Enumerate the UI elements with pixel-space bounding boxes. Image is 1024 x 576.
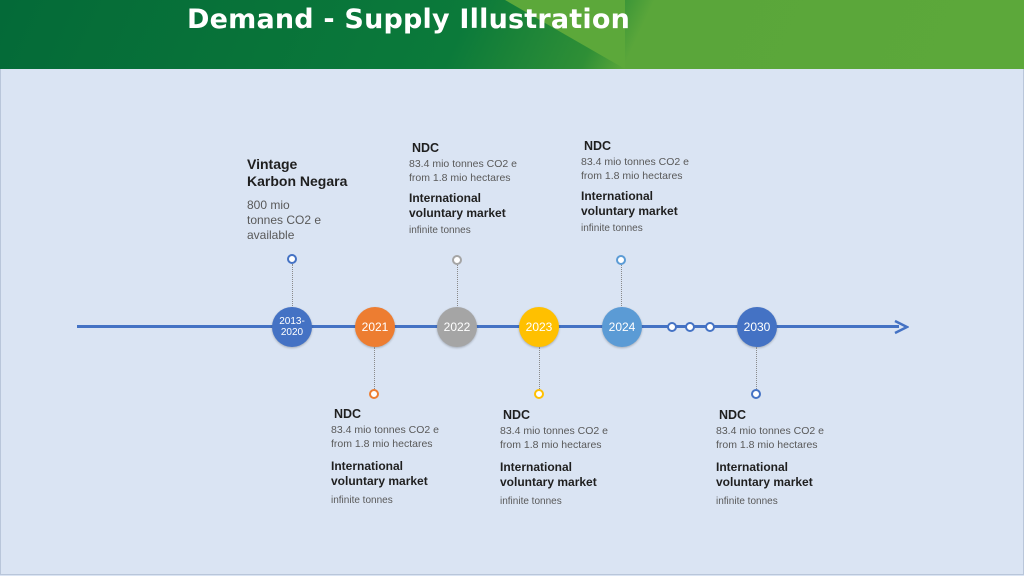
connector-2030 <box>756 347 757 389</box>
connector-2022 <box>457 265 458 308</box>
ndc-line2-2021: from 1.8 mio hectares <box>331 438 433 450</box>
pin-2030 <box>751 389 761 399</box>
connector-2021 <box>374 347 375 389</box>
ndc-line1-2021: 83.4 mio tonnes CO2 e <box>331 424 439 436</box>
label-2023: NDC 83.4 mio tonnes CO2 e from 1.8 mio h… <box>500 408 608 507</box>
ndc-line2-2024: from 1.8 mio hectares <box>581 170 683 182</box>
ndc-line2-2023: from 1.8 mio hectares <box>500 439 602 451</box>
node-2022: 2022 <box>437 307 477 347</box>
node-2013-line2: 2020 <box>280 327 304 338</box>
connector-2023 <box>539 347 540 389</box>
market-line2-2023: voluntary market <box>500 475 597 489</box>
ndc-heading-2022: NDC <box>412 141 440 155</box>
node-2021: 2021 <box>355 307 395 347</box>
vintage-title-line1: Vintage <box>247 156 298 172</box>
label-2022: NDC 83.4 mio tonnes CO2 e from 1.8 mio h… <box>409 141 517 236</box>
vintage-body-line3: available <box>247 228 295 242</box>
ndc-heading-2030: NDC <box>719 408 747 422</box>
page-title: Demand - Supply Illustration <box>187 4 631 35</box>
ndc-line2-2022: from 1.8 mio hectares <box>409 172 511 184</box>
market-note-2023: infinite tonnes <box>500 496 562 507</box>
ellipsis-dot-1 <box>667 322 677 332</box>
ndc-heading-2024: NDC <box>584 139 612 153</box>
connector-2013 <box>292 264 293 308</box>
ndc-line2-2030: from 1.8 mio hectares <box>716 439 818 451</box>
node-2023: 2023 <box>519 307 559 347</box>
market-line2-2024: voluntary market <box>581 204 678 218</box>
connector-2024 <box>621 265 622 308</box>
market-line1-2021: International <box>331 459 404 473</box>
vintage-body-line2: tonnes CO2 e <box>247 213 322 227</box>
node-2013-line1: 2013- <box>279 316 305 327</box>
pin-2022 <box>452 255 462 265</box>
ndc-heading-2021: NDC <box>334 407 362 421</box>
market-line1-2022: International <box>409 191 482 205</box>
market-line1-2023: International <box>500 460 573 474</box>
label-2030: NDC 83.4 mio tonnes CO2 e from 1.8 mio h… <box>716 408 824 507</box>
ndc-line1-2022: 83.4 mio tonnes CO2 e <box>409 158 517 170</box>
market-line2-2022: voluntary market <box>409 206 506 220</box>
ndc-heading-2023: NDC <box>503 408 531 422</box>
ndc-line1-2024: 83.4 mio tonnes CO2 e <box>581 156 689 168</box>
market-line1-2024: International <box>581 189 654 203</box>
ellipsis-dot-2 <box>685 322 695 332</box>
market-line2-2030: voluntary market <box>716 475 813 489</box>
label-2024: NDC 83.4 mio tonnes CO2 e from 1.8 mio h… <box>581 139 689 234</box>
market-line1-2030: International <box>716 460 789 474</box>
vintage-body-line1: 800 mio <box>247 198 290 212</box>
ndc-line1-2030: 83.4 mio tonnes CO2 e <box>716 425 824 437</box>
ndc-line1-2023: 83.4 mio tonnes CO2 e <box>500 425 608 437</box>
market-note-2030: infinite tonnes <box>716 496 778 507</box>
ellipsis-dot-3 <box>705 322 715 332</box>
node-2030: 2030 <box>737 307 777 347</box>
label-2021: NDC 83.4 mio tonnes CO2 e from 1.8 mio h… <box>331 407 439 506</box>
pin-2021 <box>369 389 379 399</box>
pin-2013 <box>287 254 297 264</box>
node-2024: 2024 <box>602 307 642 347</box>
node-2013-2020: 2013- 2020 <box>272 307 312 347</box>
market-line2-2021: voluntary market <box>331 474 428 488</box>
header-accent-shape <box>505 0 625 69</box>
vintage-label: Vintage Karbon Negara 800 mio tonnes CO2… <box>247 156 347 243</box>
timeline-arrowhead <box>894 319 909 335</box>
market-note-2021: infinite tonnes <box>331 495 393 506</box>
timeline-axis <box>77 325 899 328</box>
market-note-2022: infinite tonnes <box>409 225 471 236</box>
pin-2024 <box>616 255 626 265</box>
pin-2023 <box>534 389 544 399</box>
market-note-2024: infinite tonnes <box>581 223 643 234</box>
vintage-title-line2: Karbon Negara <box>247 173 348 189</box>
